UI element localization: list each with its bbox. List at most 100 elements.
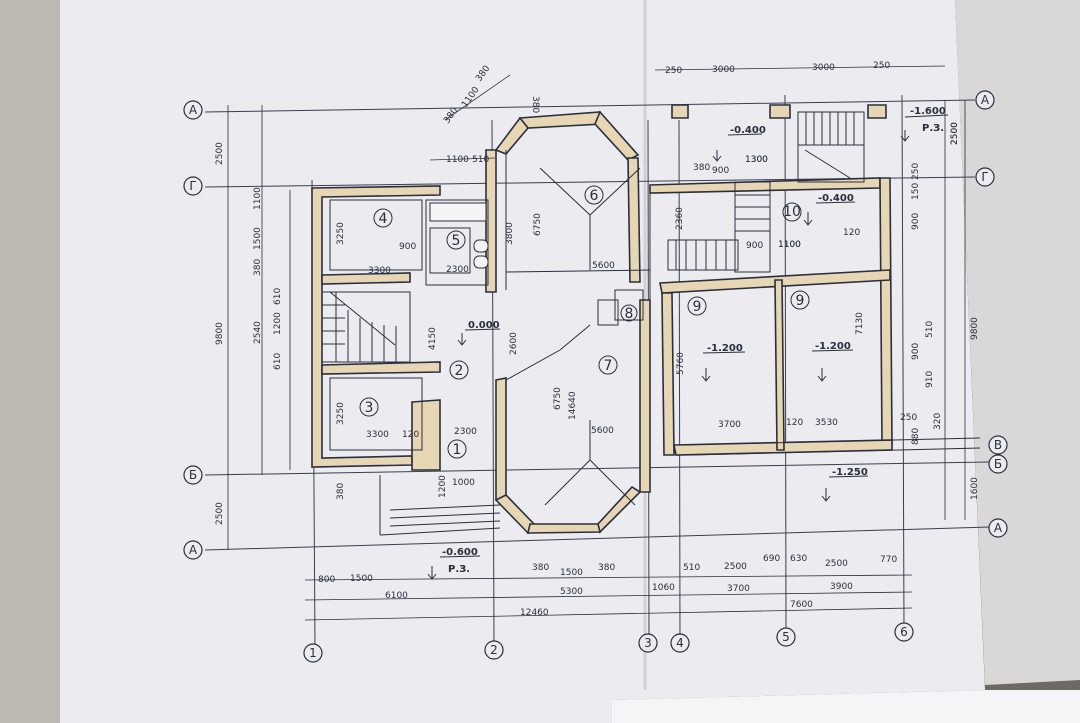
dimension-label: 2300 <box>446 265 469 275</box>
dimension-label: 3300 <box>368 266 391 276</box>
dimension-label: 900 <box>911 343 921 360</box>
paper-edge-left <box>0 0 60 723</box>
dimension-label: 630 <box>790 554 807 564</box>
dimension-label: 900 <box>911 213 921 230</box>
axis-bubble <box>975 167 995 187</box>
dimension-label: 3800 <box>505 222 515 245</box>
room-number: 5 <box>452 233 461 249</box>
axis-bubble <box>303 643 323 663</box>
dimension-label: 2500 <box>950 122 960 145</box>
axis-bubble <box>183 100 203 120</box>
level-label: -1.200 <box>707 343 743 354</box>
dimension-label: 5300 <box>560 587 583 597</box>
dimension-label: 610 <box>273 353 283 370</box>
level-label: 0.000 <box>468 320 500 331</box>
paper-sheet <box>60 0 985 723</box>
axis-bubble <box>776 627 796 647</box>
dimension-lines <box>227 65 966 621</box>
axis-bubble <box>988 454 1008 474</box>
axis-bubble <box>988 518 1008 538</box>
axis-bubble <box>988 435 1008 455</box>
dimension-label: 510 <box>683 563 700 573</box>
axis-label: Г <box>189 179 196 193</box>
dimension-label: 510 <box>925 321 935 338</box>
dimension-label: 2500 <box>215 142 225 165</box>
dimension-label: 250 <box>911 163 921 180</box>
dimension-label: 1060 <box>652 583 675 593</box>
level-label: -0.400 <box>818 193 854 204</box>
dimension-label: 12460 <box>520 608 549 618</box>
axis-label: 4 <box>676 636 684 650</box>
dimension-label: 800 <box>318 575 335 585</box>
dimension-label: 3000 <box>812 63 835 73</box>
dimension-label: 380 <box>336 483 346 500</box>
level-label: -1.200 <box>815 341 851 352</box>
room-number: 6 <box>590 188 599 204</box>
dimension-label: 150 <box>911 183 921 200</box>
dimension-label: 1200 <box>273 312 283 335</box>
stair-top-right <box>797 111 865 183</box>
dimension-label: 3700 <box>718 420 741 430</box>
dimension-label: 3000 <box>712 65 735 75</box>
room-number: 3 <box>365 400 374 416</box>
dimension-label: 510 <box>472 155 489 165</box>
dimension-label: 3300 <box>366 430 389 440</box>
dimension-label: 250 <box>665 66 682 76</box>
dimension-label: 690 <box>763 554 780 564</box>
axis-bubble <box>670 633 690 653</box>
room-circles <box>359 185 810 459</box>
dimension-label: 3530 <box>815 418 838 428</box>
axis-label: В <box>994 438 1002 452</box>
dimension-label: 900 <box>399 242 416 252</box>
dimension-label: 2500 <box>724 562 747 572</box>
room-number: 1 <box>453 442 462 458</box>
dimension-label: 5600 <box>591 426 614 436</box>
dimension-label: 1500 <box>560 568 583 578</box>
dimension-label: 2300 <box>454 427 477 437</box>
axis-label: А <box>994 521 1003 535</box>
dimension-label: 250 <box>873 61 890 71</box>
stair-left <box>322 291 411 363</box>
dimension-label: 1600 <box>970 477 980 500</box>
dimension-label: 380 <box>532 563 549 573</box>
dimension-label: 2500 <box>825 559 848 569</box>
dimension-label: 2600 <box>509 332 519 355</box>
dimension-label: 250 <box>900 413 917 423</box>
walls <box>311 104 893 535</box>
room-number: 9 <box>693 299 702 315</box>
dimension-label: 900 <box>746 241 763 251</box>
axis-label: 1 <box>309 646 317 660</box>
dimension-label: 3250 <box>336 222 346 245</box>
dimension-label: 6750 <box>553 387 563 410</box>
level-label: -1.250 <box>832 467 868 478</box>
dimension-label: 6100 <box>385 591 408 601</box>
dimension-label: 120 <box>786 418 803 428</box>
dimension-label: 1500 <box>350 574 373 584</box>
dimension-label: 2500 <box>215 502 225 525</box>
dimension-label: 1100 <box>778 240 801 250</box>
level-label: Р.З. <box>448 564 470 575</box>
dimension-label: 380 <box>598 563 615 573</box>
dimension-label: 320 <box>933 413 943 430</box>
level-label: -0.400 <box>730 125 766 136</box>
dimension-label: 120 <box>843 228 860 238</box>
room-number: 7 <box>604 358 613 374</box>
dimension-label: 5600 <box>592 261 615 271</box>
dimension-label: 1100 <box>253 187 263 210</box>
axis-label: 2 <box>490 643 498 657</box>
dimension-label: 1000 <box>452 478 475 488</box>
dimension-label: 1200 <box>438 475 448 498</box>
axis-label: А <box>189 103 198 117</box>
dimension-label: 1100 <box>446 155 469 165</box>
axis-label: 6 <box>900 625 908 639</box>
dimension-label: 2500 <box>950 122 960 145</box>
axis-label: 5 <box>782 630 790 644</box>
axis-label: А <box>189 543 198 557</box>
dimension-label: 9800 <box>970 317 980 340</box>
dimension-label: 880 <box>911 428 921 445</box>
dimension-label: 1300 <box>745 155 768 165</box>
axis-bubble <box>894 622 914 642</box>
dimension-label: 3900 <box>830 582 853 592</box>
